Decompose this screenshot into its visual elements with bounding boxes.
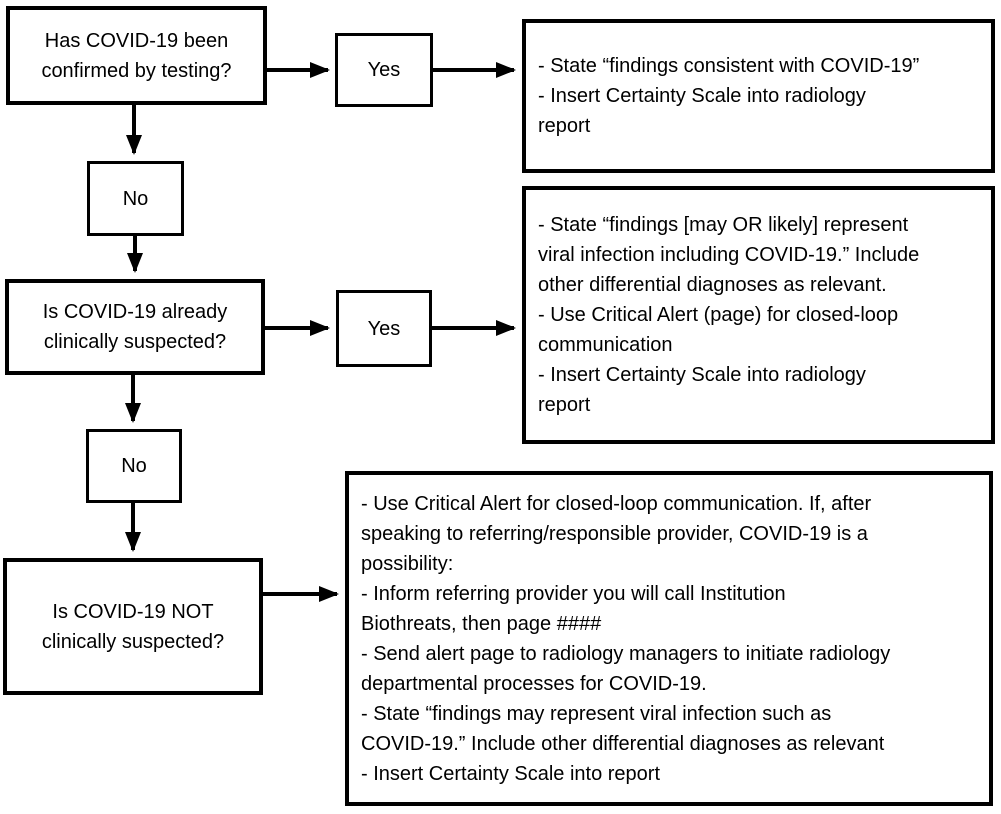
decision-covid-clinically-suspected: Is COVID-19 already clinically suspected… xyxy=(5,279,265,375)
connector-no-1: No xyxy=(87,161,184,236)
decision-covid-confirmed-by-testing: Has COVID-19 been confirmed by testing? xyxy=(6,6,267,105)
action-covid-suspected: - State “findings [may OR likely] repres… xyxy=(522,186,995,444)
action-covid-not-suspected: - Use Critical Alert for closed-loop com… xyxy=(345,471,993,806)
connector-no-2: No xyxy=(86,429,182,503)
connector-yes-1: Yes xyxy=(335,33,433,107)
action-covid-confirmed: - State “findings consistent with COVID-… xyxy=(522,19,995,173)
connector-yes-2: Yes xyxy=(336,290,432,367)
decision-covid-not-clinically-suspected: Is COVID-19 NOT clinically suspected? xyxy=(3,558,263,695)
